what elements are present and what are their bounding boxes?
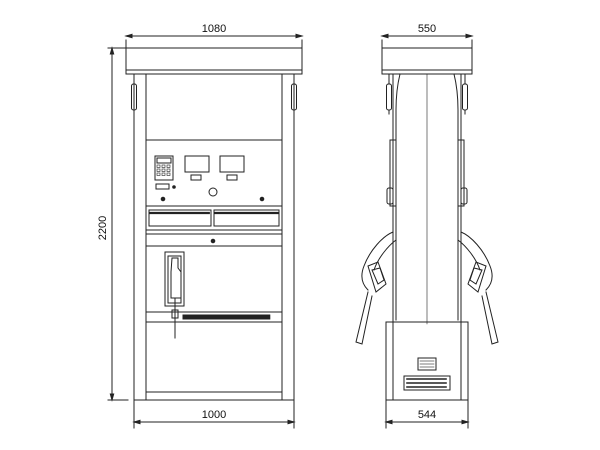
front-body: [133, 73, 295, 401]
side-bottom-width-label: 544: [418, 409, 436, 421]
front-lower-grille: [145, 311, 283, 323]
side-vent-grille: [403, 375, 451, 391]
keypad: [154, 155, 174, 181]
front-canopy-hoses: [131, 73, 297, 115]
side-top-width-label: 550: [418, 23, 436, 35]
dim-front-bottom-width: 1000: [132, 399, 296, 429]
front-top-width-label: 1080: [202, 23, 226, 35]
dim-front-height: 2200: [97, 46, 129, 402]
front-height-label: 2200: [97, 216, 109, 240]
side-canopy-hoses: [386, 73, 468, 115]
front-nozzle: [170, 257, 182, 299]
card-slot: [155, 183, 170, 190]
side-nozzle-right: [457, 231, 499, 345]
front-view: 1080 2200 1000: [97, 23, 304, 429]
display-left: [184, 155, 210, 173]
front-nozzle-holster: [164, 251, 185, 307]
front-canopy: [125, 47, 303, 75]
display-right: [219, 155, 245, 173]
dim-side-bottom-width: 544: [384, 399, 470, 429]
dim-front-top-width: 1080: [124, 23, 304, 51]
front-base-cabinet: [145, 321, 283, 393]
side-canopy: [381, 47, 473, 75]
front-louver-band: [145, 205, 283, 244]
front-nozzle-bay: [145, 245, 283, 339]
side-nozzle-left: [355, 231, 397, 345]
front-bottom-width-label: 1000: [202, 409, 226, 421]
side-info-plate: [417, 357, 437, 371]
side-view: 550 544: [355, 23, 499, 429]
front-control-panel: [145, 139, 283, 207]
keypad-keys: [156, 164, 171, 176]
side-base-cabinet: [385, 321, 469, 401]
dim-side-top-width: 550: [380, 23, 474, 51]
side-column: [386, 73, 468, 325]
